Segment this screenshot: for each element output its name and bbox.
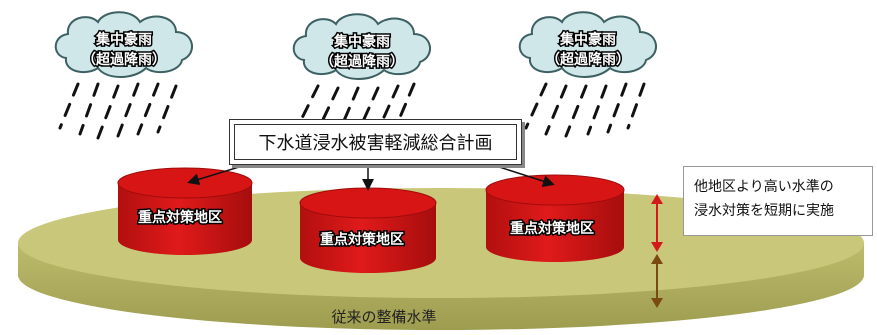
note-line-1: 他地区より高い水準の <box>694 179 834 195</box>
plan-box: 下水道浸水被害軽減総合計画 <box>229 119 522 165</box>
base-level-label: 従来の整備水準 <box>331 308 436 326</box>
cloud-3 <box>518 11 657 78</box>
rain-1 <box>58 82 178 140</box>
cloud-3-label-line2: （超過降雨） <box>546 51 630 68</box>
cloud-2-label-line2: （超過降雨） <box>320 53 404 70</box>
plan-label: 下水道浸水被害軽減総合計画 <box>234 124 517 160</box>
note-box: 他地区より高い水準の 浸水対策を短期に実施 <box>683 166 873 236</box>
cloud-3-label-line1: 集中豪雨 <box>559 31 616 48</box>
rain-3 <box>524 82 646 138</box>
cloud-1 <box>54 11 193 78</box>
plan-arrow-3 <box>489 163 555 187</box>
level-arrow-red <box>651 194 663 252</box>
cloud-2 <box>292 13 431 80</box>
note-line-2: 浸水対策を短期に実施 <box>694 203 834 219</box>
rain-2 <box>296 82 416 132</box>
cloud-1-label-line2: （超過降雨） <box>82 51 166 68</box>
district-cylinder-3 <box>485 174 625 262</box>
district-cylinder-1 <box>117 167 253 255</box>
district-cylinder-2 <box>299 187 437 273</box>
district-label-1: 重点対策地区 <box>138 209 222 226</box>
cloud-2-label-line1: 集中豪雨 <box>333 33 390 50</box>
district-label-3: 重点対策地区 <box>510 220 594 237</box>
cloud-1-label-line1: 集中豪雨 <box>95 31 152 48</box>
district-label-2: 重点対策地区 <box>320 231 404 248</box>
level-arrow-brown <box>651 254 663 308</box>
